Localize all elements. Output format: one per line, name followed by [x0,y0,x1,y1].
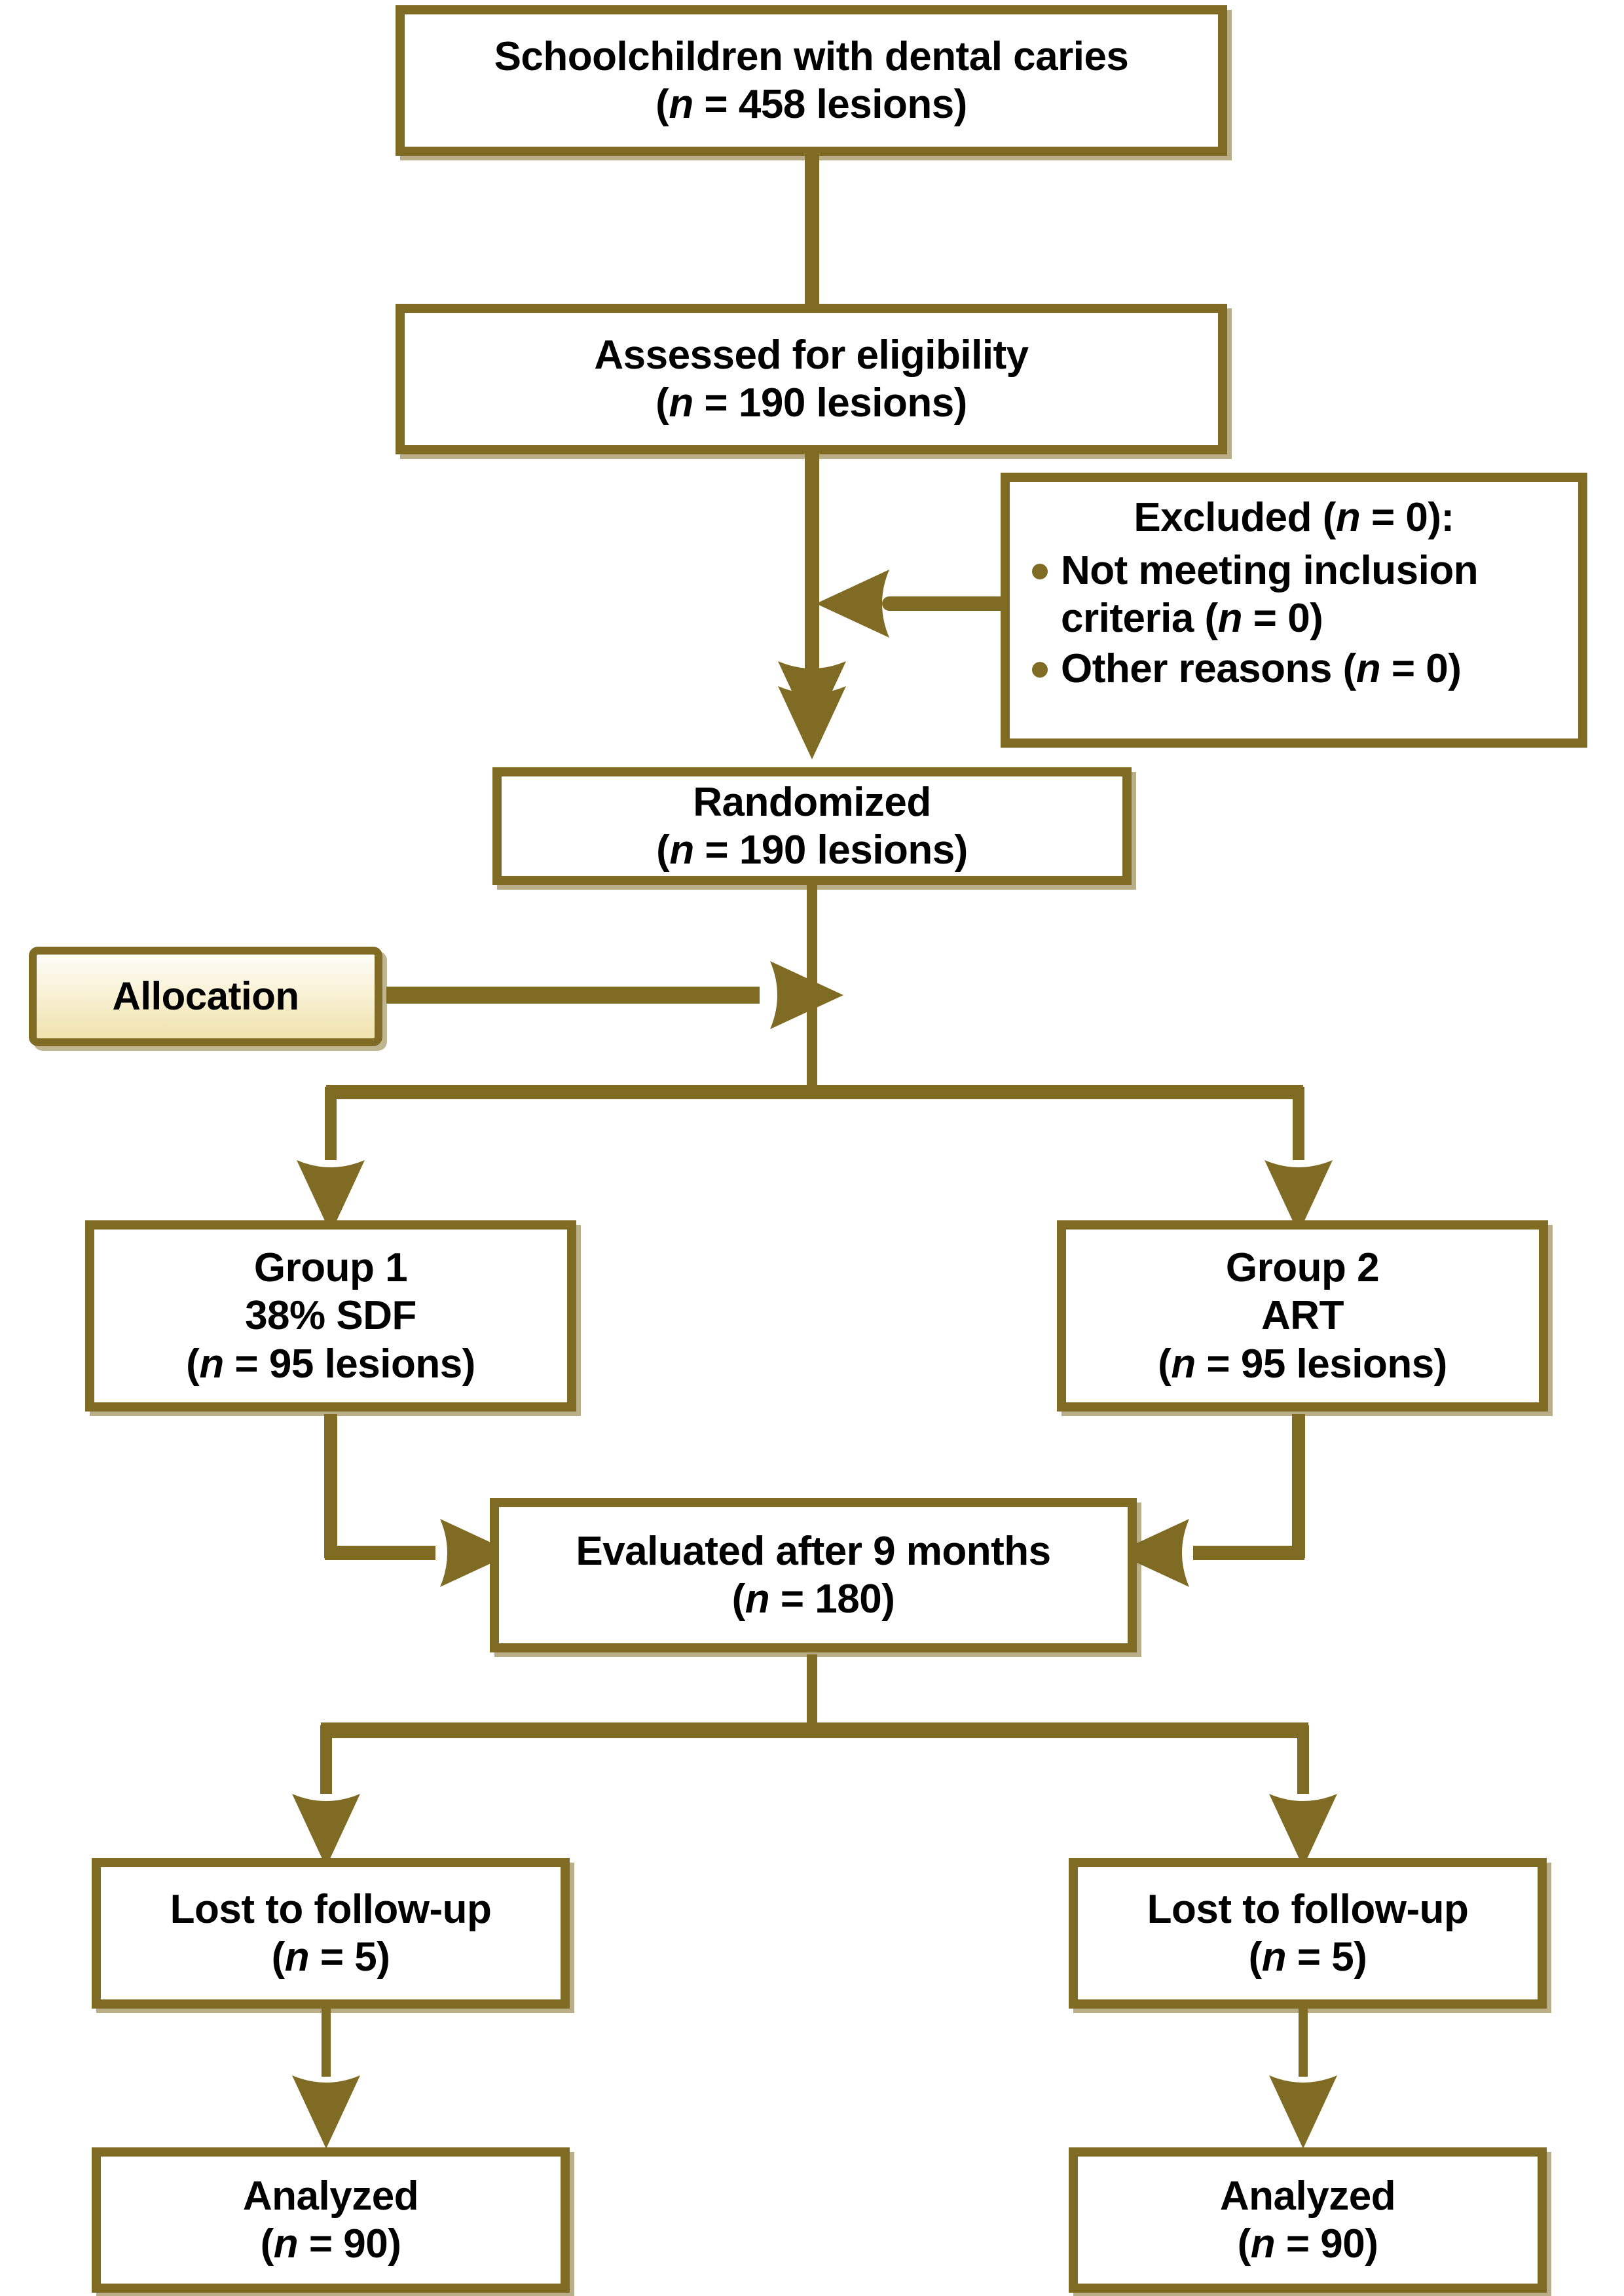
node-lost-to-followup-group1: Lost to follow-up (n = 5) [92,1858,570,2009]
arrow-eligibility-to-randomized [778,458,846,759]
node-excluded: Excluded (n = 0): Not meeting inclusion … [1001,473,1587,748]
node-group1: Group 1 38% SDF (n = 95 lesions) [85,1220,576,1412]
bullet-icon [1032,662,1048,678]
excluded-reason-item: Not meeting inclusion criteria (n = 0) [1027,547,1561,642]
node-analyzed-group1: Analyzed (n = 90) [92,2147,570,2293]
group2-line1: Group 2 [1225,1245,1380,1291]
node-allocation-phase: Allocation [29,947,382,1046]
lost-left-line1: Lost to follow-up [170,1886,492,1932]
node-enrollment: Schoolchildren with dental caries (n = 4… [396,5,1227,156]
group1-line3: (n = 95 lesions) [186,1341,475,1387]
enrollment-line1: Schoolchildren with dental caries [494,33,1129,79]
node-eligibility: Assessed for eligibility (n = 190 lesion… [396,304,1227,454]
connector-group2-to-evaluated [1116,1414,1305,1587]
randomized-line1: Randomized [693,779,931,825]
node-group2: Group 2 ART (n = 95 lesions) [1057,1220,1548,1412]
node-lost-to-followup-group2: Lost to follow-up (n = 5) [1069,1858,1547,2009]
node-analyzed-group2: Analyzed (n = 90) [1069,2147,1547,2293]
enrollment-line2: (n = 458 lesions) [655,82,967,127]
analyzed-left-line2: (n = 90) [260,2221,401,2267]
analyzed-right-line2: (n = 90) [1237,2221,1378,2267]
node-randomized: Randomized (n = 190 lesions) [492,767,1132,885]
lost-right-line2: (n = 5) [1248,1935,1367,1980]
eligibility-line1: Assessed for eligibility [594,332,1029,378]
bullet-icon [1032,564,1048,580]
arrow-allocation-to-spine [386,961,843,1029]
arrow-lostright-to-analyzedright [1269,2007,1337,2149]
group1-line2: 38% SDF [245,1293,416,1339]
connector-group1-to-evaluated [324,1414,513,1587]
lost-left-line2: (n = 5) [271,1935,390,1980]
randomized-line2: (n = 190 lesions) [656,828,968,873]
eligibility-line2: (n = 190 lesions) [655,380,967,426]
excluded-reason-list: Not meeting inclusion criteria (n = 0) O… [1027,547,1561,693]
excluded-reason-item: Other reasons (n = 0) [1027,645,1561,693]
evaluated-line2: (n = 180) [731,1576,895,1622]
group2-line3: (n = 95 lesions) [1158,1341,1447,1387]
arrow-lostleft-to-analyzedleft [292,2007,360,2149]
connector-evaluated-to-lost [292,1654,1337,1867]
node-evaluated: Evaluated after 9 months (n = 180) [490,1498,1137,1652]
allocation-label: Allocation [112,974,299,1018]
excluded-title: Excluded (n = 0): [1134,495,1454,540]
arrow-excluded-to-spine [816,570,1009,638]
lost-right-line1: Lost to follow-up [1147,1886,1469,1932]
connector-randomized-to-groups [297,883,1333,1233]
analyzed-left-line1: Analyzed [242,2173,419,2219]
analyzed-right-line1: Analyzed [1219,2173,1396,2219]
group1-line1: Group 1 [253,1245,408,1291]
group2-line2: ART [1261,1293,1344,1339]
evaluated-line1: Evaluated after 9 months [576,1528,1051,1574]
